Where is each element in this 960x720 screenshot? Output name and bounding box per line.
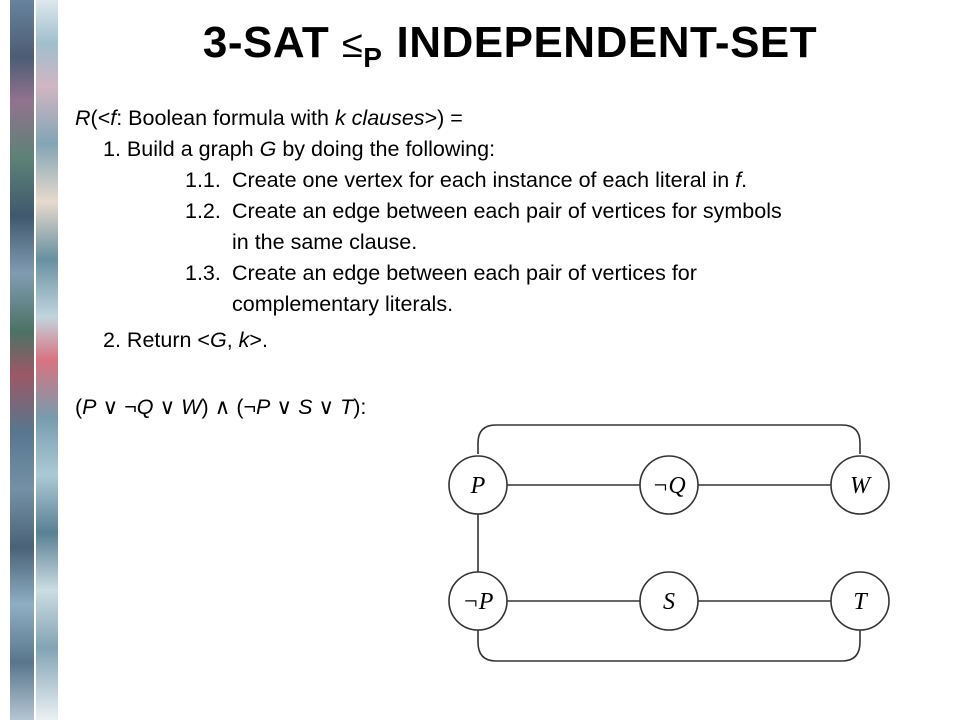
- formula-or: ∨: [312, 395, 341, 419]
- node-circle: [830, 571, 890, 631]
- node-label-p: P: [470, 473, 486, 499]
- node-circle: [639, 571, 699, 631]
- formula-literal: W: [181, 395, 202, 419]
- step-1-2: 1.2. Create an edge between each pair of …: [185, 196, 782, 227]
- example-formula: (P ∨ ¬Q ∨ W) ∧ (¬P ∨ S ∨ T):: [75, 392, 366, 423]
- node-circle: [830, 455, 890, 515]
- independent-set-graph: P ¬Q W ¬P S T: [448, 424, 890, 662]
- formula-or: ∨: [270, 395, 299, 419]
- formula-or: ∨: [96, 395, 125, 419]
- step-1-2-number: 1.2.: [185, 199, 221, 223]
- step-2-text-b: >.: [249, 328, 268, 352]
- node-s: S: [639, 571, 699, 631]
- formula-literal: T: [340, 395, 354, 419]
- node-label-not-p: ¬P: [463, 589, 494, 615]
- title-subscript: P: [363, 42, 383, 73]
- def-desc: : Boolean formula with: [116, 106, 335, 130]
- def-f: f: [110, 106, 117, 130]
- decorative-strip-left: [10, 0, 34, 720]
- step-1-g: G: [259, 137, 277, 161]
- slide-title: 3-SAT ≤P INDEPENDENT-SET: [170, 18, 850, 73]
- def-open: (<: [90, 106, 111, 130]
- formula-paren: ): [201, 395, 209, 419]
- step-1-2-cont: in the same clause.: [232, 227, 417, 258]
- formula-and: ∧: [208, 395, 237, 419]
- node-circle: [639, 455, 699, 515]
- step-1-text-a: Build a graph: [126, 137, 260, 161]
- step-2-comma: ,: [226, 328, 239, 352]
- step-1-1-text-b: .: [741, 168, 748, 192]
- step-1-1-number: 1.1.: [185, 168, 221, 192]
- formula-paren: ):: [353, 395, 367, 419]
- le-symbol: ≤: [341, 24, 364, 66]
- step-1-number: 1.: [103, 137, 121, 161]
- step-1-3-cont: complementary literals.: [232, 289, 453, 320]
- step-1-3-line-1: Create an edge between each pair of vert…: [232, 261, 697, 285]
- step-2-g: G: [209, 328, 227, 352]
- step-1-text-b: by doing the following:: [276, 137, 496, 161]
- step-1-2-line-2: in the same clause.: [232, 230, 418, 254]
- node-not-p: ¬P: [448, 571, 508, 631]
- def-k: k: [334, 106, 346, 130]
- node-w: W: [830, 455, 890, 515]
- step-1-1-f: f: [735, 168, 742, 192]
- step-2-k: k: [238, 328, 250, 352]
- node-label-w: W: [850, 473, 872, 499]
- step-1-3-number: 1.3.: [185, 261, 221, 285]
- formula-literal: ¬P: [243, 395, 271, 419]
- step-1-3: 1.3. Create an edge between each pair of …: [185, 258, 697, 289]
- node-not-q: ¬Q: [639, 455, 699, 515]
- step-2-number: 2.: [103, 328, 121, 352]
- def-close: >) =: [424, 106, 463, 130]
- formula-paren: (: [75, 395, 83, 419]
- def-r: R: [75, 106, 91, 130]
- title-right: INDEPENDENT-SET: [396, 18, 818, 67]
- node-label-t: T: [853, 589, 868, 615]
- node-label-s: S: [663, 589, 675, 615]
- formula-literal: ¬Q: [124, 395, 154, 419]
- step-1-1-text-a: Create one vertex for each instance of e…: [232, 168, 736, 192]
- step-1-3-line-2: complementary literals.: [232, 292, 454, 316]
- formula-or: ∨: [153, 395, 182, 419]
- node-circle: [448, 571, 508, 631]
- step-2-text-a: Return <: [126, 328, 210, 352]
- node-t: T: [830, 571, 890, 631]
- step-1-2-line-1: Create an edge between each pair of vert…: [232, 199, 782, 223]
- node-circle: [448, 455, 508, 515]
- step-1: 1. Build a graph G by doing the followin…: [103, 134, 495, 165]
- edge-notp-t-bottom: [477, 627, 861, 662]
- step-2: 2. Return <G, k>.: [103, 325, 268, 356]
- def-clauses: clauses: [345, 106, 425, 130]
- edge-p-w-top: [477, 424, 861, 454]
- decorative-strip-right: [36, 0, 58, 720]
- title-left: 3-SAT: [202, 18, 342, 67]
- formula-literal: S: [298, 395, 313, 419]
- node-p: P: [448, 455, 508, 515]
- node-label-not-q: ¬Q: [652, 473, 686, 499]
- reduction-definition: R(<f: Boolean formula with k clauses>) =: [75, 103, 463, 134]
- step-1-1: 1.1. Create one vertex for each instance …: [185, 165, 747, 196]
- formula-literal: P: [82, 395, 97, 419]
- formula-paren: (: [236, 395, 244, 419]
